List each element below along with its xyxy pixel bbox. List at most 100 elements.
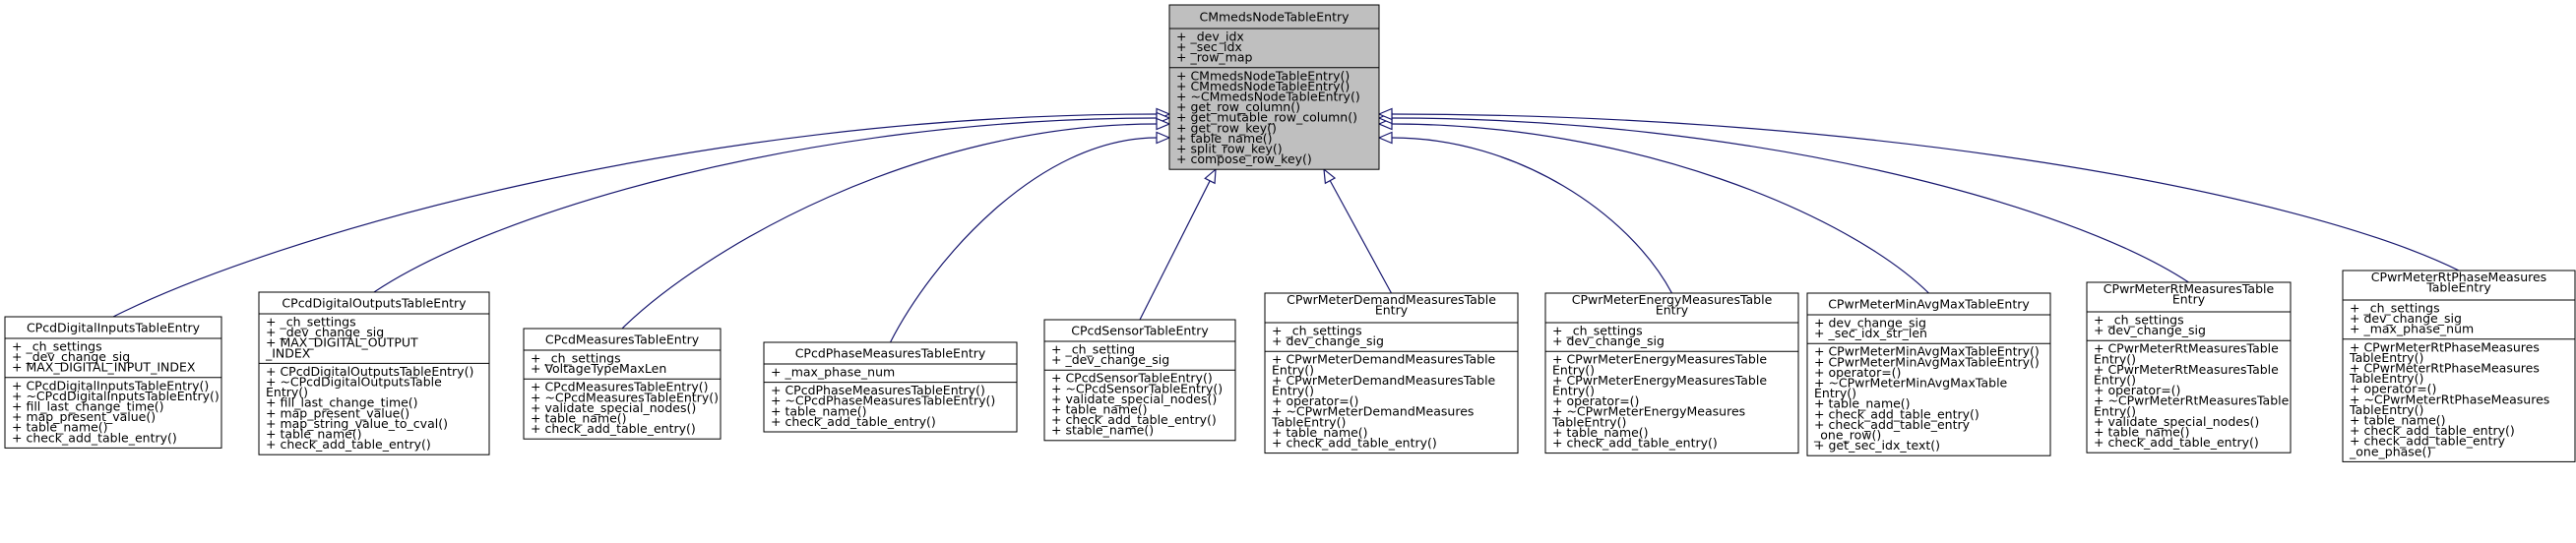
class-method: + check_add_table_entry() (1051, 412, 1217, 427)
class-node-cpcd-sensor[interactable]: CPcdSensorTableEntry+ _ch_setting+ _dev_… (1043, 319, 1236, 442)
class-node-cpwr-min-avg-max[interactable]: CPwrMeterMinAvgMaxTableEntry + dev_change… (1806, 292, 2051, 456)
class-node-cpcd-phase-measures[interactable]: CPcdPhaseMeasuresTableEntry+ _max_phase_… (763, 341, 1018, 433)
class-method: + CPcdSensorTableEntry() (1051, 371, 1213, 386)
class-method: + map_present_value() (266, 405, 409, 420)
class-method: + compose_row_key() (1176, 151, 1312, 166)
class-method: + validate_special_nodes() (2094, 414, 2259, 429)
class-method: + table_name() (1051, 402, 1148, 417)
class-attribute: + _ch_settings (2350, 301, 2440, 316)
inheritance-edge (373, 117, 1158, 293)
class-method: + check_add_table_entry() (266, 437, 431, 452)
class-method: + CPwrMeterMinAvgMaxTableEntry() (1814, 344, 2040, 359)
class-attribute: + _ch_settings (531, 351, 621, 366)
class-method: + check_add_table_entry() (531, 421, 696, 436)
class-node-cmmeds-node-table-entry[interactable]: CMmedsNodeTableEntry+ _dev_idx+ _sec_idx… (1168, 4, 1380, 170)
class-attribute: + _dev_idx (1176, 30, 1244, 44)
class-method: + table_name() (1814, 396, 1911, 411)
inheritance-edge (1391, 137, 1673, 294)
class-box (1264, 292, 1519, 454)
class-method: + operator=() (2094, 383, 2180, 397)
class-attribute: + _ch_settings (266, 315, 356, 330)
class-attribute: + _ch_settings (2094, 313, 2184, 328)
class-method: + CMmedsNodeTableEntry() (1176, 79, 1350, 93)
class-method: Entry() (1272, 384, 1314, 398)
class-box (2342, 270, 2576, 462)
class-method: + validate_special_nodes() (531, 400, 696, 415)
class-box (523, 328, 722, 440)
class-attribute: + _ch_settings (1552, 324, 1643, 338)
class-box (1168, 4, 1380, 170)
class-method: + table_name() (1272, 425, 1368, 440)
class-method: + get_sec_idx_text() (1814, 438, 1940, 452)
class-name: CPcdSensorTableEntry (1071, 324, 1209, 338)
class-method: TableEntry() (2349, 350, 2423, 365)
class-attribute: + dev_change_sig (1272, 333, 1384, 348)
class-node-cpcd-measures[interactable]: CPcdMeasuresTableEntry+ _ch_settings+ Vo… (523, 328, 722, 440)
inheritance-edge (1139, 180, 1211, 321)
class-method: + ~CMmedsNodeTableEntry() (1176, 90, 1360, 104)
class-method: TableEntry() (2349, 371, 2423, 386)
class-method: + ~CPcdSensorTableEntry() (1051, 381, 1223, 395)
class-node-cpcd-digital-inputs[interactable]: CPcdDigitalInputsTableEntry+ _ch_setting… (4, 316, 222, 449)
class-method: + CPwrMeterRtPhaseMeasures (2350, 361, 2540, 376)
class-method: + CPwrMeterRtPhaseMeasures (2350, 339, 2540, 354)
class-attribute: + _max_phase_num (771, 365, 895, 380)
class-name: CPwrMeterDemandMeasuresTable (1287, 292, 1496, 307)
class-attribute: + _sec_idx (1176, 39, 1242, 54)
class-method: + ~CPwrMeterRtPhaseMeasures (2350, 392, 2549, 406)
class-box (763, 341, 1018, 433)
class-attribute: + dev_change_sig (2350, 311, 2462, 326)
class-method: Entry() (2094, 351, 2136, 366)
class-method: + ~CPcdDigitalOutputsTable (266, 375, 442, 390)
class-method: + check_add_table_entry() (1814, 406, 1979, 421)
class-method: + CPwrMeterEnergyMeasuresTable (1552, 373, 1767, 388)
class-method: + CPwrMeterMinAvgMaxTableEntry() (1814, 354, 2040, 369)
class-method: Entry() (1272, 362, 1314, 377)
class-method: + CPcdPhaseMeasuresTableEntry() (771, 383, 985, 397)
class-attribute: + dev_change_sig (2094, 323, 2206, 337)
class-method: + ~CPcdMeasuresTableEntry() (531, 390, 719, 404)
class-name: CPwrMeterRtMeasuresTable (2104, 281, 2275, 296)
inheritance-edge (1329, 180, 1393, 294)
class-node-cpcd-digital-outputs[interactable]: CPcdDigitalOutputsTableEntry+ _ch_settin… (258, 291, 490, 455)
class-box (1806, 292, 2051, 456)
class-method: + ~CPcdPhaseMeasuresTableEntry() (771, 393, 995, 408)
class-attribute: + _ch_setting (1051, 342, 1135, 357)
class-method: Entry() (2094, 403, 2136, 418)
class-method: Entry() (2094, 373, 2136, 388)
class-attribute: + MAX_DIGITAL_INPUT_INDEX (12, 360, 196, 375)
inheritance-edge (1391, 117, 2189, 283)
class-method: + get_mutable_row_column() (1176, 110, 1357, 125)
class-method: + ~CPwrMeterMinAvgMaxTable (1814, 376, 2008, 391)
class-method: + CPcdMeasuresTableEntry() (531, 380, 709, 394)
class-name: CPwrMeterMinAvgMaxTableEntry (1828, 297, 2030, 312)
class-method: + CPwrMeterDemandMeasuresTable (1272, 373, 1496, 388)
class-name: Entry (2172, 292, 2206, 307)
class-method: + table_name() (771, 403, 867, 418)
class-method: + ~CPwrMeterDemandMeasures (1272, 404, 1474, 419)
class-method: + check_add_table_entry() (771, 414, 936, 429)
class-method: + split_row_key() (1176, 142, 1283, 156)
class-method: + CPwrMeterRtMeasuresTable (2094, 362, 2279, 377)
class-attribute: + _ch_settings (1272, 324, 1362, 338)
class-method: + check_add_table_entry() (2350, 423, 2515, 438)
class-box (1043, 319, 1236, 442)
class-method: + get_row_column() (1176, 99, 1300, 114)
class-method: + map_present_value() (12, 409, 156, 424)
class-method: TableEntry() (2349, 402, 2423, 417)
class-attribute: + dev_change_sig (1814, 316, 1926, 331)
class-method: + operator=() (2350, 382, 2436, 396)
class-attribute: + dev_change_sig (1552, 333, 1665, 348)
class-method: + table_name() (2350, 413, 2446, 428)
class-method: + ~CPwrMeterRtMeasuresTable (2094, 393, 2290, 408)
class-method: + operator=() (1552, 393, 1639, 408)
class-name: TableEntry (2425, 280, 2491, 295)
inheritance-arrowhead (1377, 131, 1393, 145)
class-name: CPwrMeterEnergyMeasuresTable (1572, 292, 1773, 307)
inheritance-edges (112, 107, 2460, 343)
